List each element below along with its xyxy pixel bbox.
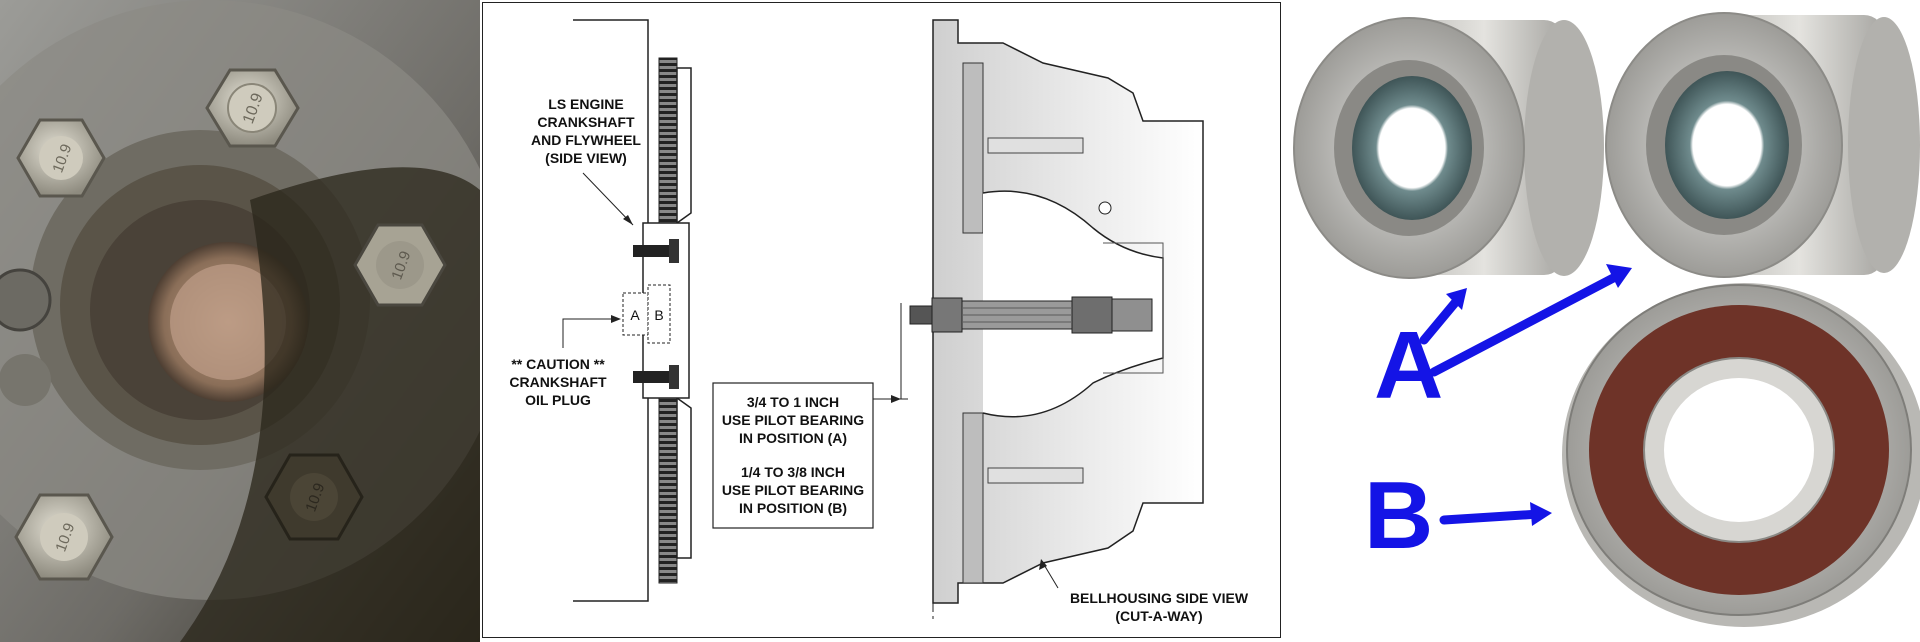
svg-text:CRANKSHAFT: CRANKSHAFT [509, 374, 607, 390]
svg-text:(CUT-A-WAY): (CUT-A-WAY) [1115, 608, 1202, 624]
bolt-head-icon: 10.9 [205, 68, 300, 148]
svg-text:USE PILOT BEARING: USE PILOT BEARING [722, 482, 864, 498]
input-shaft [909, 296, 1153, 334]
svg-text:LS ENGINE: LS ENGINE [548, 96, 623, 112]
svg-text:(SIDE VIEW): (SIDE VIEW) [545, 150, 627, 166]
needle-bearing-image [1293, 17, 1604, 279]
bolt-head-icon: 10.9 [264, 453, 364, 541]
position-b-box: B [647, 284, 671, 344]
bolt-head-icon: 10.9 [353, 223, 447, 307]
annotation-a: A [1374, 264, 1632, 419]
spec-box: 3/4 TO 1 INCH USE PILOT BEARING IN POSIT… [712, 382, 874, 529]
svg-text:OIL PLUG: OIL PLUG [525, 392, 591, 408]
svg-text:AND FLYWHEEL: AND FLYWHEEL [531, 132, 641, 148]
svg-text:CRANKSHAFT: CRANKSHAFT [537, 114, 635, 130]
bolt-head-icon: 10.9 [16, 118, 106, 198]
crankshaft-photo: 10.9 10.9 10.9 10.9 10.9 [0, 0, 480, 642]
engine-label: LS ENGINE CRANKSHAFT AND FLYWHEEL (SIDE … [531, 96, 641, 226]
position-a-label: A [630, 307, 640, 323]
svg-text:IN POSITION (A): IN POSITION (A) [739, 430, 847, 446]
bearing-photos: A B [1284, 0, 1920, 642]
svg-text:BELLHOUSING SIDE VIEW: BELLHOUSING SIDE VIEW [1070, 590, 1249, 606]
svg-text:USE PILOT BEARING: USE PILOT BEARING [722, 412, 864, 428]
annotation-b: B [1364, 462, 1552, 569]
needle-bearing-image [1605, 12, 1920, 278]
svg-text:** CAUTION **: ** CAUTION ** [511, 356, 605, 372]
svg-text:3/4 TO 1 INCH: 3/4 TO 1 INCH [747, 394, 839, 410]
position-b-label: B [654, 307, 663, 323]
svg-text:IN POSITION (B): IN POSITION (B) [739, 500, 847, 516]
ball-bearing-image [1562, 283, 1920, 627]
label-b: B [1364, 462, 1433, 569]
bellhousing-label: BELLHOUSING SIDE VIEW (CUT-A-WAY) [1039, 559, 1249, 624]
position-a-box: A [622, 292, 649, 336]
crank-bolt-icon [633, 365, 679, 389]
crank-bolt-icon [633, 239, 679, 263]
svg-text:1/4 TO 3/8 INCH: 1/4 TO 3/8 INCH [741, 464, 845, 480]
bolt-head-icon: 10.9 [14, 493, 114, 581]
pilot-bearing-diagram: A B LS ENGINE CRANKSHAFT AND FLYWHEEL (S… [482, 2, 1281, 638]
caution-label: ** CAUTION ** CRANKSHAFT OIL PLUG [509, 315, 621, 408]
